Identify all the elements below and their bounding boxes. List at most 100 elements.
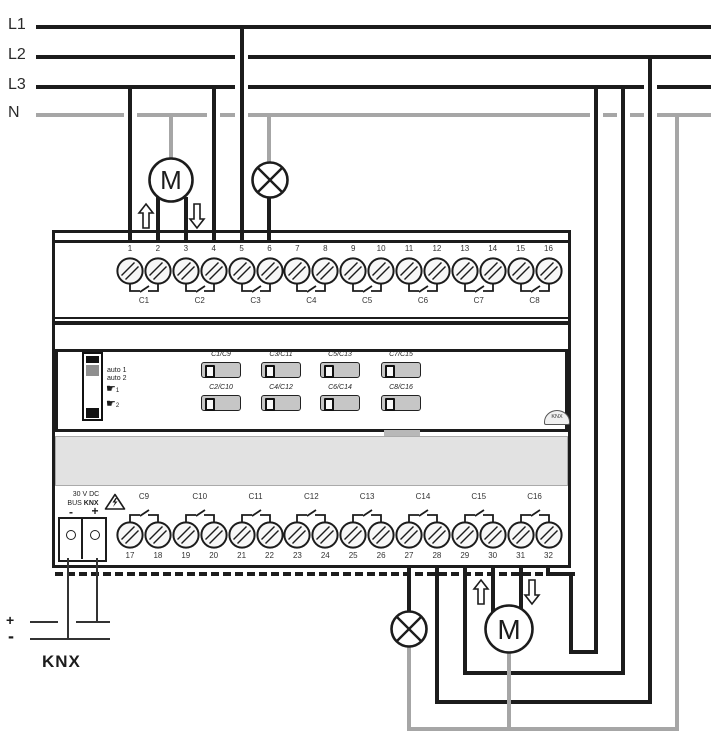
connector-plus-hole (90, 530, 100, 540)
terminal-screw-29 (451, 521, 479, 549)
up-arrow-icon-bottom (472, 578, 490, 605)
button-label: C8/C16 (389, 384, 413, 391)
terminal-screw-14 (479, 257, 507, 285)
channel-button-C3-C11[interactable] (261, 362, 301, 378)
button-label: C1/C9 (211, 351, 231, 358)
bus-line-L1 (36, 25, 711, 29)
wire-segment (407, 566, 411, 614)
terminal-number-bottom: 21 (237, 551, 247, 560)
button-led-window (265, 398, 275, 411)
bus-line-L2 (36, 55, 711, 59)
terminal-screw-12 (423, 257, 451, 285)
slider-bottom-mark (86, 408, 99, 418)
slider-knob[interactable] (86, 365, 99, 376)
button-led-window (324, 398, 334, 411)
terminal-number-top: 2 (155, 244, 161, 253)
wire-segment (407, 727, 679, 731)
knx-minus-terminal-label: - (8, 626, 14, 646)
terminal-number-bottom: 22 (265, 551, 274, 560)
connector-minus-hole (66, 530, 76, 540)
channel-label-top: C8 (529, 296, 540, 305)
terminal-screw-7 (283, 257, 311, 285)
wire-segment (546, 572, 575, 576)
terminal-number-bottom: 29 (460, 551, 470, 560)
terminal-screw-31 (506, 521, 535, 549)
motor-bottom: M (484, 604, 534, 654)
channel-button-C6-C14[interactable] (320, 395, 360, 411)
channel-button-C1-C9[interactable] (201, 362, 241, 378)
contact-symbol-top (352, 284, 383, 293)
button-led-window (205, 398, 215, 411)
wire-segment (675, 115, 679, 731)
contact-symbol-top (184, 284, 215, 293)
channel-label-top: C6 (417, 296, 429, 305)
terminal-number-bottom: 20 (209, 551, 219, 560)
wire-segment (240, 27, 244, 243)
button-label: C6/C14 (328, 384, 352, 391)
wire-segment (212, 87, 216, 243)
hand-mode-icons: ☛1 ☛2 (106, 383, 119, 413)
auto1-label: auto 1 (107, 367, 127, 374)
wire-segment (621, 87, 625, 675)
terminal-screw-19 (172, 521, 200, 549)
bus-line-L3 (36, 85, 711, 89)
channel-label-bottom: C15 (471, 492, 487, 501)
channel-button-C5-C13[interactable] (320, 362, 360, 378)
terminal-number-bottom: 19 (181, 551, 191, 560)
wire-segment (491, 566, 495, 614)
terminal-number-bottom: 32 (544, 551, 553, 560)
terminal-number-top: 14 (488, 244, 498, 253)
channel-label-bottom: C13 (359, 492, 375, 501)
terminal-screw-9 (339, 257, 367, 285)
wire-segment (435, 700, 652, 704)
terminal-screw-2 (144, 257, 172, 285)
channel-label-bottom: C14 (415, 492, 431, 501)
terminal-screw-28 (423, 521, 451, 549)
contact-symbol-bottom (352, 509, 383, 522)
channel-label-top: C2 (194, 296, 205, 305)
knx-plus-wire (96, 558, 98, 623)
terminal-screw-26 (367, 521, 395, 549)
terminal-number-bottom: 30 (488, 551, 498, 560)
bus-label-L3: L3 (8, 76, 26, 93)
terminal-number-bottom: 25 (348, 551, 358, 560)
terminal-number-bottom: 28 (432, 551, 442, 560)
bus-label-N: N (8, 104, 20, 121)
button-label: C2/C10 (209, 384, 233, 391)
terminal-screw-30 (479, 521, 507, 549)
channel-button-C4-C12[interactable] (261, 395, 301, 411)
electric-hazard-icon (104, 493, 126, 510)
device-bottom-dashed-line (55, 572, 567, 576)
wire-segment (128, 87, 132, 243)
bus-knx-label: BUS KNX (52, 500, 114, 507)
knx-bus-connector[interactable] (58, 517, 107, 562)
terminal-screw-24 (311, 521, 339, 549)
channel-label-top: C4 (306, 296, 317, 305)
svg-text:M: M (497, 614, 520, 645)
terminal-number-top: 4 (211, 244, 216, 253)
terminal-number-top: 3 (183, 244, 189, 253)
channel-label-bottom: C9 (138, 492, 150, 501)
channel-label-top: C5 (362, 296, 373, 305)
terminal-screw-15 (506, 257, 535, 285)
channel-button-C8-C16[interactable] (381, 395, 421, 411)
wire-segment (648, 57, 652, 704)
contact-symbol-bottom (184, 509, 215, 522)
knx-bus-title: KNX (42, 652, 81, 671)
terminal-number-bottom: 31 (516, 551, 526, 560)
terminal-number-bottom: 23 (292, 551, 302, 560)
contact-symbol-top (519, 284, 550, 293)
contact-symbol-top (408, 284, 438, 293)
button-label: C7/C15 (389, 351, 413, 358)
terminal-number-top: 16 (544, 244, 553, 253)
channel-button-C2-C10[interactable] (201, 395, 241, 411)
manual-slider[interactable] (82, 352, 103, 421)
channel-button-C7-C15[interactable] (381, 362, 421, 378)
bus-label-L1: L1 (8, 16, 26, 33)
terminal-screw-6 (255, 257, 284, 285)
button-led-window (265, 365, 275, 378)
button-led-window (205, 365, 215, 378)
channel-label-top: C3 (250, 296, 261, 305)
terminal-screw-22 (255, 521, 284, 549)
channel-label-bottom: C11 (248, 492, 263, 501)
